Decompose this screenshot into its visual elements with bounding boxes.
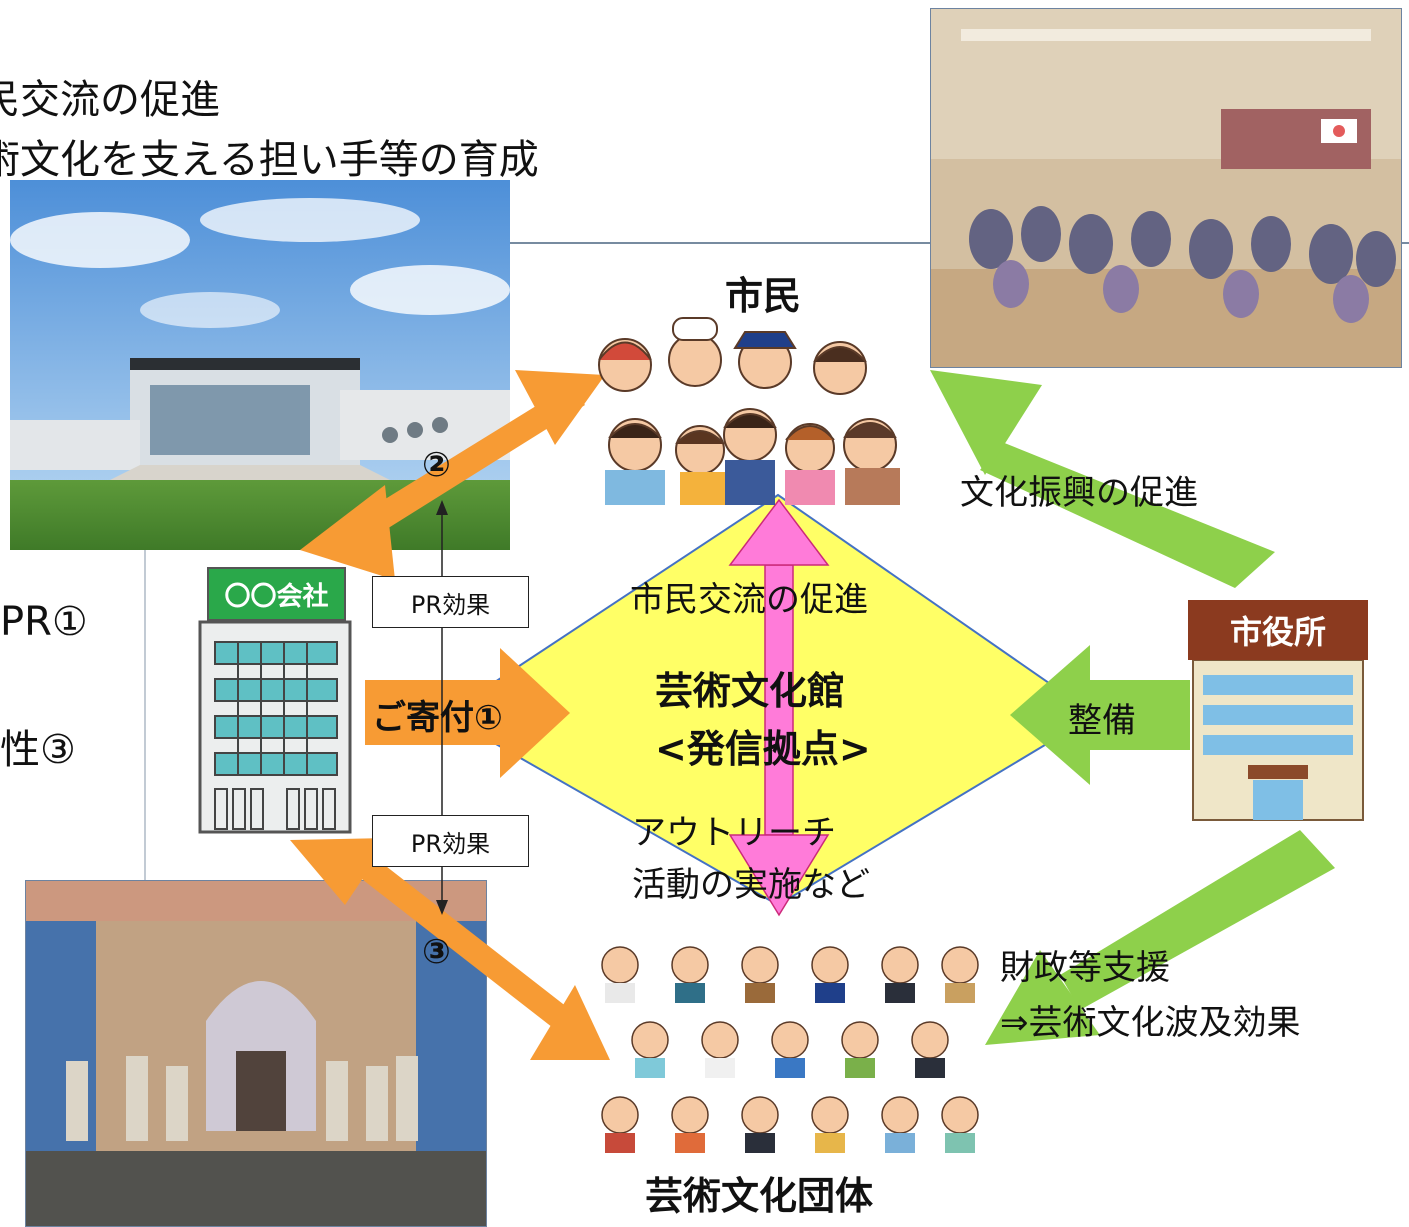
support-label-2: ⇒芸術文化波及効果 — [1000, 1003, 1301, 1043]
hall-subtitle: <発信拠点> — [655, 727, 871, 771]
orange-donation-arrow — [365, 648, 570, 778]
culture-promotion-label: 文化振興の促進 — [960, 473, 1198, 513]
pink-double-arrow — [728, 498, 830, 917]
support-label-1: 財政等支援 — [1000, 948, 1170, 988]
pr-effect-box-bottom: PR効果 — [372, 815, 529, 867]
stage-performance-photo — [25, 880, 487, 1227]
company-building-icon — [198, 620, 352, 834]
building-render-photo — [10, 180, 510, 550]
circle-label-3: ③ — [422, 932, 451, 972]
city-hall-building: 市役所 — [1188, 600, 1368, 822]
maintenance-label: 整備 — [1068, 701, 1136, 741]
exchange-label: 市民交流の促進 — [630, 580, 868, 620]
green-arrow-to-groups — [985, 830, 1335, 1045]
groups-illustration — [601, 946, 979, 1153]
city-hall-icon — [1192, 659, 1364, 821]
company-sign: 〇〇会社 — [207, 567, 346, 621]
citizens-illustration — [598, 317, 900, 505]
citizens-title: 市民 — [725, 274, 802, 318]
green-arrow-to-citizens — [930, 370, 1275, 588]
outreach-label-2: 活動の実施など — [632, 865, 870, 905]
circle-label-2: ② — [422, 445, 451, 485]
donation-label: ご寄付① — [372, 698, 503, 738]
pr-effect-box-top: PR効果 — [372, 576, 529, 628]
left-item-possibility: 性③ — [0, 727, 76, 773]
heading-line-2: 術文化を支える担い手等の育成 — [0, 137, 539, 183]
green-arrow-to-hall — [1010, 645, 1190, 785]
groups-title: 芸術文化団体 — [645, 1174, 874, 1218]
hall-title: 芸術文化館 — [655, 669, 846, 713]
gym-event-photo — [930, 8, 1402, 368]
city-hall-sign: 市役所 — [1188, 600, 1368, 660]
left-item-pr: PR① — [0, 599, 88, 645]
orange-arrow-3 — [290, 838, 610, 1060]
orange-arrow-2 — [300, 370, 605, 580]
company-building: 〇〇会社 — [197, 567, 357, 837]
heading-line-1: 民交流の促進 — [0, 77, 220, 123]
outreach-label-1: アウトリーチ — [632, 813, 836, 853]
